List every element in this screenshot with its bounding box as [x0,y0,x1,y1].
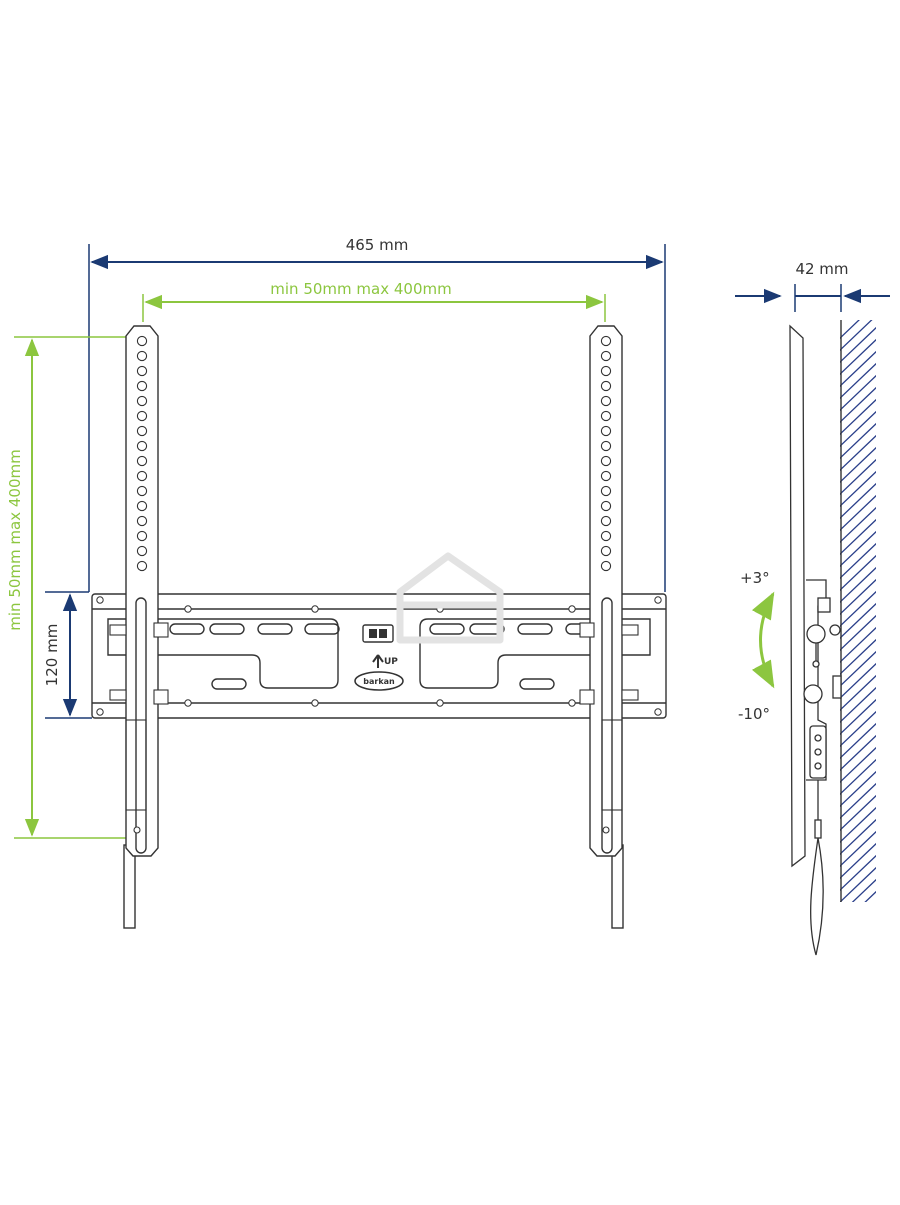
plate-screw [184,605,192,613]
up-label: UP [384,657,398,667]
arm-hardware [109,622,639,834]
wall-hatching [840,320,876,902]
vesa-vertical-label: min 50mm max 400mm [6,449,24,630]
plate-screw [654,708,662,716]
plate-screw [96,708,104,716]
plate-slot [517,623,553,635]
extension-lines [45,244,666,719]
vesa-horizontal-label: min 50mm max 400mm [270,280,451,298]
overall-width-label: 465 mm [346,236,409,254]
plate-screw [96,596,104,604]
depth-label: 42 mm [795,260,848,278]
bracket-hole [136,560,148,572]
house-watermark-icon [396,552,504,644]
bracket-hole [136,455,148,467]
bracket-hole [136,395,148,407]
bracket-hole [136,380,148,392]
plate-screw [311,605,319,613]
plate-screw [311,699,319,707]
bracket-hole [600,500,612,512]
bracket-hole [600,425,612,437]
bracket-hole [136,500,148,512]
tilt-down-label: -10° [738,705,770,723]
plate-screw [568,699,576,707]
bracket-hole [600,410,612,422]
plate-slot [469,623,505,635]
plate-slot [519,678,555,690]
bracket-hole [600,455,612,467]
bracket-hole [136,350,148,362]
plate-screw [184,699,192,707]
bracket-holes [136,335,612,572]
bracket-hole [136,515,148,527]
side-view: 42 mm +3° -10° [735,260,890,956]
plate-slot [169,623,205,635]
bracket-hole [600,350,612,362]
plate-slot [209,623,245,635]
plate-height-label: 120 mm [43,624,61,687]
bracket-hole [136,335,148,347]
bracket-hole [136,470,148,482]
side-profile [789,324,842,956]
bracket-hole [136,410,148,422]
bracket-arm-left [123,325,159,929]
bracket-hole [136,365,148,377]
bracket-hole [136,425,148,437]
bracket-hole [600,530,612,542]
bracket-hole [600,545,612,557]
bracket-hole [600,515,612,527]
bracket-hole [600,335,612,347]
tilt-up-label: +3° [740,569,770,587]
brand-badge: barkan [363,677,395,686]
wall-plate [91,593,667,719]
bracket-hole [136,440,148,452]
bracket-hole [136,485,148,497]
plate-screw [654,596,662,604]
bracket-hole [136,545,148,557]
bracket-hole [600,440,612,452]
plate-screw [568,605,576,613]
bracket-hole [136,530,148,542]
up-arrow-icon [372,654,384,668]
bracket-hole [600,365,612,377]
bracket-hole [600,470,612,482]
bracket-arm-right [589,325,624,929]
plate-slots [169,623,601,690]
plate-screw [436,699,444,707]
plate-slot [429,623,465,635]
bracket-hole [600,380,612,392]
front-view: UP barkan [6,236,667,929]
plate-slot [257,623,293,635]
bracket-hole [600,485,612,497]
extension-lines-green [14,294,606,839]
plate-slot [211,678,247,690]
bracket-hole [600,560,612,572]
bracket-hole [600,395,612,407]
plate-slot [304,623,340,635]
tilt-range-arrow-icon [751,591,775,689]
